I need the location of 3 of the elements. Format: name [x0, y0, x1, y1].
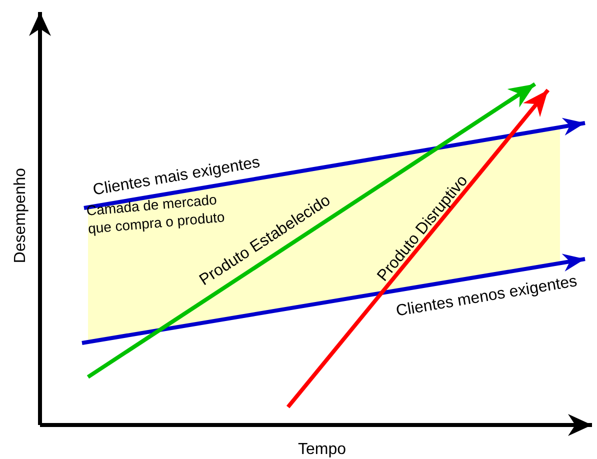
axis-label: Desempenho: [10, 167, 30, 263]
axis-label: Tempo: [298, 440, 346, 458]
line-label: Clientes menos exigentes: [394, 272, 578, 320]
